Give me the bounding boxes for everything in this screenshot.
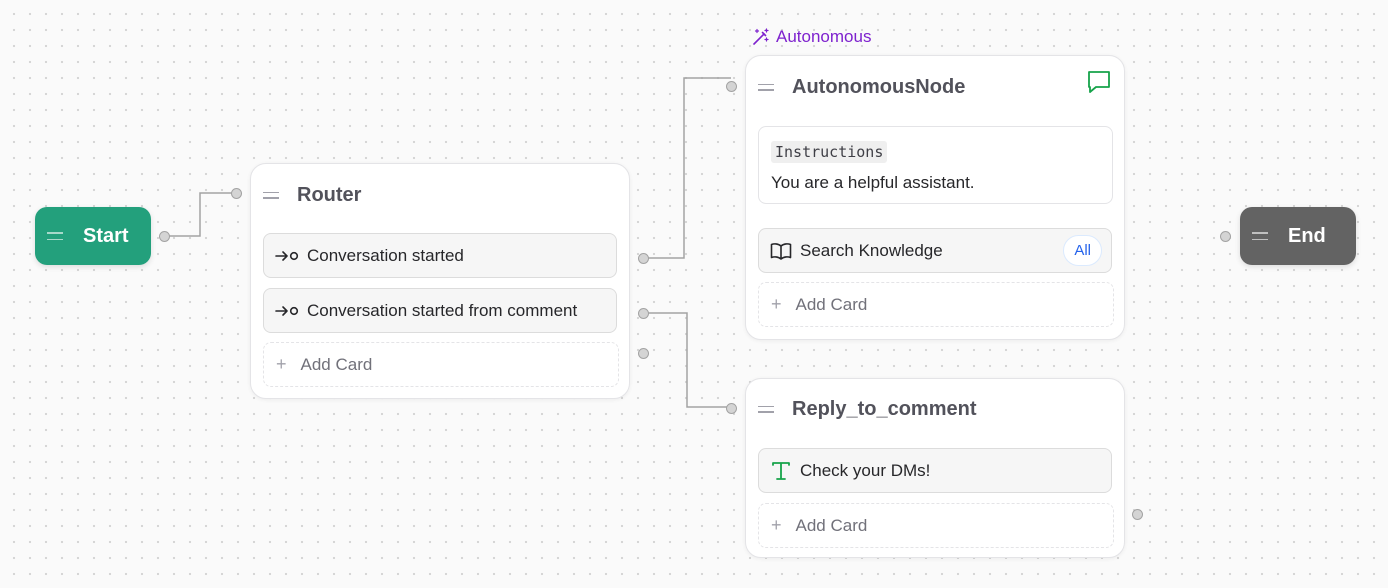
- autonomous-badge: Autonomous: [752, 27, 871, 47]
- router-output-handle-3[interactable]: [638, 348, 649, 359]
- instructions-box[interactable]: Instructions You are a helpful assistant…: [758, 126, 1113, 204]
- router-node[interactable]: Router Conversation started Conversation…: [250, 163, 630, 399]
- drag-handle-icon[interactable]: [263, 191, 279, 199]
- search-knowledge-card[interactable]: Search Knowledge All: [758, 228, 1112, 273]
- drag-handle-icon[interactable]: [47, 232, 63, 240]
- reply-to-comment-node[interactable]: Reply_to_comment Check your DMs! + Add C…: [745, 378, 1125, 558]
- start-output-handle[interactable]: [159, 231, 170, 242]
- reply-add-card-button[interactable]: + Add Card: [758, 503, 1114, 548]
- router-add-card-button[interactable]: + Add Card: [263, 342, 619, 387]
- instructions-tag: Instructions: [771, 141, 888, 163]
- router-card-conversation-started[interactable]: Conversation started: [263, 233, 617, 278]
- router-card-conversation-started-from-comment[interactable]: Conversation started from comment: [263, 288, 617, 333]
- router-output-handle-1[interactable]: [638, 253, 649, 264]
- plus-icon: +: [771, 294, 782, 314]
- add-card-label: Add Card: [795, 515, 868, 535]
- text-icon: [770, 461, 792, 481]
- node-title: Reply_to_comment: [792, 397, 977, 420]
- start-node-label: Start: [83, 224, 129, 247]
- instructions-text: You are a helpful assistant.: [771, 173, 975, 192]
- reply-output-handle[interactable]: [1132, 509, 1143, 520]
- card-label: Search Knowledge: [800, 240, 943, 260]
- end-node[interactable]: End: [1240, 207, 1356, 265]
- magic-wand-icon: [752, 28, 770, 46]
- trigger-arrow-icon: [275, 304, 299, 318]
- add-card-label: Add Card: [300, 354, 373, 374]
- end-node-label: End: [1288, 224, 1326, 247]
- autonomous-badge-label: Autonomous: [776, 27, 872, 46]
- router-input-handle[interactable]: [231, 188, 242, 199]
- edge-start-router: [164, 192, 236, 237]
- end-input-handle[interactable]: [1220, 231, 1231, 242]
- card-label: Check your DMs!: [800, 460, 931, 480]
- trigger-arrow-icon: [275, 249, 299, 263]
- book-icon: [770, 242, 792, 260]
- card-label: Conversation started: [307, 245, 464, 265]
- autonomous-input-handle[interactable]: [726, 81, 737, 92]
- router-output-handle-2[interactable]: [638, 308, 649, 319]
- reply-input-handle[interactable]: [726, 403, 737, 414]
- autonomous-add-card-button[interactable]: + Add Card: [758, 282, 1114, 327]
- edge-router-autonomous: [643, 77, 731, 259]
- autonomous-node[interactable]: AutonomousNode Instructions You are a he…: [745, 55, 1125, 340]
- node-title: Router: [297, 183, 362, 206]
- node-title: AutonomousNode: [792, 75, 966, 98]
- scope-all-badge[interactable]: All: [1063, 235, 1102, 266]
- chat-bubble-icon[interactable]: [1086, 69, 1112, 100]
- drag-handle-icon[interactable]: [758, 83, 774, 91]
- edge-router-reply: [643, 312, 731, 408]
- reply-text-card[interactable]: Check your DMs!: [758, 448, 1112, 493]
- card-label: Conversation started from comment: [307, 300, 578, 320]
- drag-handle-icon[interactable]: [758, 405, 774, 413]
- plus-icon: +: [276, 354, 287, 374]
- add-card-label: Add Card: [795, 294, 868, 314]
- plus-icon: +: [771, 515, 782, 535]
- start-node[interactable]: Start: [35, 207, 151, 265]
- drag-handle-icon[interactable]: [1252, 232, 1268, 240]
